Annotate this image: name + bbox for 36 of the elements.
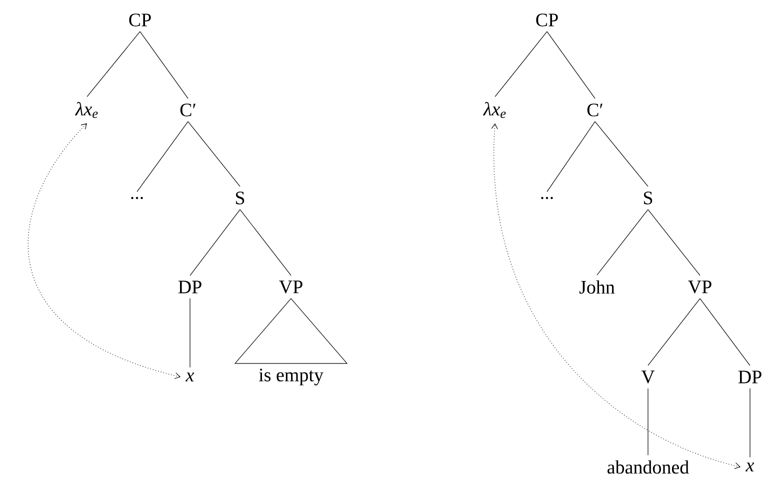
tree-label: CP [129,14,151,26]
tree-branch [546,121,596,192]
tree-branch [700,298,750,366]
dotted-arrow [491,123,741,469]
tree-branch [648,298,700,366]
tree-label: S [644,192,652,204]
tree-branch [136,121,188,192]
tree-branch [546,31,596,99]
tree-label: DP [178,280,202,294]
tree-label: John [579,280,615,294]
tree-label: DP [738,370,762,384]
tree-branch [240,209,292,276]
tree-label: ... [131,196,143,200]
tree-label: ... [541,196,553,200]
tree-label: C′ [180,104,196,116]
tree-label: V [641,370,655,384]
dotted-arrow [28,123,181,379]
tree-label: abandoned [608,460,689,474]
tree-branch [188,121,240,187]
tree-label: λx$_{e}$ [483,102,506,118]
tree-label: VP [688,280,712,294]
tree-branch [494,31,548,98]
tree-label: C′ [587,104,602,116]
tree-label: VP [279,280,302,294]
tree-branch [86,31,140,98]
tree-label: S [236,192,244,204]
tree-branch [140,31,188,99]
tree-branch [594,121,648,187]
tree-branch [648,209,700,276]
tree-branch [190,209,240,276]
tree-label: CP [536,14,558,26]
tree-label: x [746,462,754,472]
tree-label: is empty [258,368,324,386]
tree-label: x [186,372,194,382]
tree-branch [596,209,648,276]
tree-label: λx$_{e}$ [75,102,98,118]
